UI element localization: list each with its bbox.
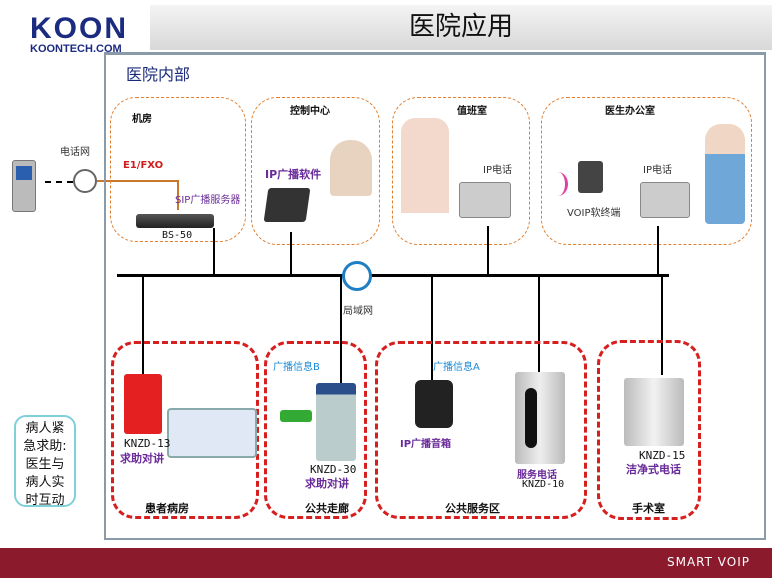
callout-line: 病人实 [25, 475, 65, 490]
link-line [431, 275, 433, 385]
zone-operating-room [597, 340, 701, 520]
service-phone-icon [515, 372, 565, 464]
link-line [290, 232, 292, 275]
softphone-label: VOIP软终端 [567, 208, 621, 219]
broadcast-info-label: 广播信息A [433, 362, 480, 373]
footer-brand: SMART VOIP [666, 555, 750, 569]
operator-photo [330, 140, 372, 196]
page-title: 医院应用 [408, 12, 513, 42]
model-label: BS-50 [162, 230, 193, 241]
lan-icon [342, 261, 372, 291]
hospital-internal-panel: 医院内部 [104, 52, 766, 540]
broadcast-info-label: 广播信息B [273, 362, 320, 373]
link-line [487, 226, 489, 275]
link-line [213, 228, 215, 275]
zone-label: 公共走廊 [305, 502, 349, 515]
zone-public-service [375, 341, 587, 519]
phone-network-label: 电话网 [60, 147, 90, 158]
help-point-icon [316, 383, 356, 461]
lan-label: 局域网 [343, 306, 373, 317]
koontech-logo: KOON KOONTECH.COM [30, 12, 145, 55]
logo-url: KOONTECH.COM [30, 43, 122, 55]
zone-label: 手术室 [632, 502, 665, 515]
room-server [110, 97, 246, 242]
doctor-photo [705, 124, 745, 224]
zone-label: 公共服务区 [445, 502, 500, 515]
lan-bus [117, 274, 669, 277]
callout-line: 病人紧 [25, 421, 65, 436]
speaker-icon [415, 380, 453, 428]
link-line [538, 275, 540, 375]
link-label: E1/FXO [123, 160, 164, 171]
room-label: 值班室 [457, 106, 487, 117]
footer-bar: SMART VOIP [0, 548, 772, 578]
callout-line: 医生与 [25, 457, 65, 472]
mobile-phone-icon [12, 160, 36, 212]
ip-phone-icon [459, 182, 511, 218]
room-control-center [251, 97, 380, 245]
dashed-link [45, 181, 73, 183]
title-bar: 医院应用 [150, 5, 772, 50]
bed-icon [167, 408, 257, 458]
smartphone-icon [578, 161, 603, 193]
room-doctor-office [541, 97, 752, 245]
phone-network-icon [73, 169, 97, 193]
callout-bubble: 病人紧 急求助: 医生与 病人实 时互动 [14, 415, 76, 508]
room-duty [392, 97, 530, 245]
intercom-red-icon [124, 374, 162, 434]
room-label: 机房 [132, 114, 152, 125]
callout-line: 时互动 [25, 493, 65, 508]
model-label: KNZD-10 [522, 479, 565, 490]
device-label: IP电话 [483, 165, 512, 176]
laptop-icon [263, 188, 311, 222]
zone-corridor [264, 341, 367, 519]
zone-label: 患者病房 [145, 502, 189, 515]
model-label: KNZD-13 [124, 437, 171, 450]
link-line [142, 275, 144, 375]
link-line [661, 275, 663, 375]
device-label: IP广播软件 [265, 168, 322, 181]
model-label: KNZD-30 [310, 463, 357, 476]
nurse-photo [401, 118, 449, 213]
room-label: 控制中心 [290, 106, 330, 117]
panel-title: 医院内部 [126, 65, 191, 84]
server-icon [136, 214, 214, 228]
device-label: 洁净式电话 [626, 463, 681, 476]
clean-phone-icon [624, 378, 684, 446]
trunk-line [97, 180, 179, 182]
device-label: 求助对讲 [305, 477, 349, 490]
ip-phone-icon [640, 182, 690, 218]
wireless-icon [548, 172, 568, 196]
device-label: 求助对讲 [120, 452, 164, 465]
model-label: KNZD-15 [639, 449, 686, 462]
device-label: SIP广播服务器 [175, 195, 241, 206]
speaker-label: IP广播音箱 [400, 439, 452, 450]
callout-line: 急求助: [23, 439, 67, 454]
trunk-line-drop [177, 180, 179, 210]
exit-sign-icon [280, 410, 312, 422]
device-label: IP电话 [643, 165, 672, 176]
zone-ward [111, 341, 259, 519]
link-line [657, 226, 659, 275]
link-line [340, 275, 342, 385]
device-label: 服务电话 [517, 470, 557, 481]
room-label: 医生办公室 [605, 106, 655, 117]
logo-mark: KOON [30, 12, 128, 45]
